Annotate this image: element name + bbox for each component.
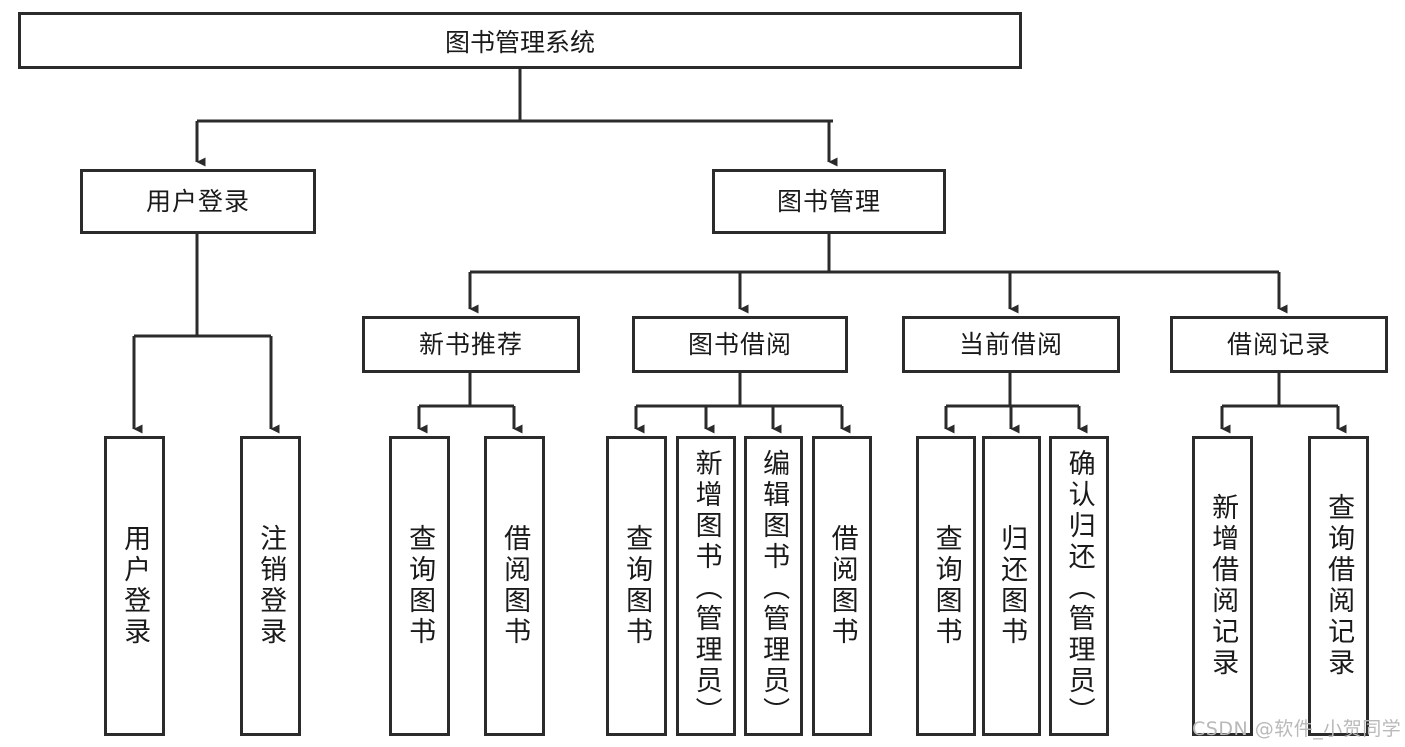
node-root-label: 图书管理系统 xyxy=(444,27,595,57)
node-borrow-record[interactable]: 借阅记录 xyxy=(1170,316,1388,373)
leaf-add-borrow-record[interactable]: 新增借阅记录 xyxy=(1192,436,1253,736)
leaf-query-book-borrow[interactable]: 查询图书 xyxy=(606,436,667,736)
leaf-query-book-borrow-label: 查询图书 xyxy=(621,524,653,648)
node-user-login-label: 用户登录 xyxy=(145,187,250,216)
leaf-user-login[interactable]: 用户登录 xyxy=(104,436,165,736)
leaf-query-book-recommend[interactable]: 查询图书 xyxy=(389,436,450,736)
node-current-borrow[interactable]: 当前借阅 xyxy=(902,316,1120,373)
node-new-book-recommend[interactable]: 新书推荐 xyxy=(362,316,580,373)
node-new-book-recommend-label: 新书推荐 xyxy=(418,330,523,359)
leaf-user-logout[interactable]: 注销登录 xyxy=(240,436,301,736)
node-book-management[interactable]: 图书管理 xyxy=(712,169,946,234)
leaf-user-logout-label: 注销登录 xyxy=(255,524,287,648)
leaf-query-book-recommend-label: 查询图书 xyxy=(404,524,436,648)
node-book-borrow-label: 图书借阅 xyxy=(687,330,792,359)
leaf-borrow-book-recommend-label: 借阅图书 xyxy=(499,524,531,648)
leaf-query-book-current-label: 查询图书 xyxy=(930,524,962,648)
leaf-edit-book-admin[interactable]: 编辑图书（管理员） xyxy=(744,436,803,736)
leaf-query-book-current[interactable]: 查询图书 xyxy=(916,436,976,736)
node-book-borrow[interactable]: 图书借阅 xyxy=(632,316,848,373)
leaf-user-login-label: 用户登录 xyxy=(119,524,151,648)
leaf-confirm-return-admin[interactable]: 确认归还（管理员） xyxy=(1049,436,1109,736)
leaf-confirm-return-admin-label: 确认归还（管理员） xyxy=(1063,449,1095,728)
node-current-borrow-label: 当前借阅 xyxy=(958,330,1063,359)
leaf-borrow-book-recommend[interactable]: 借阅图书 xyxy=(484,436,545,736)
leaf-query-borrow-record-label: 查询借阅记录 xyxy=(1323,493,1355,679)
node-borrow-record-label: 借阅记录 xyxy=(1226,330,1331,359)
csdn-watermark: CSDN @软件_小贺同学 xyxy=(1192,718,1402,740)
node-book-management-label: 图书管理 xyxy=(776,187,881,216)
leaf-add-book-admin[interactable]: 新增图书（管理员） xyxy=(676,436,736,736)
leaf-return-book[interactable]: 归还图书 xyxy=(982,436,1041,736)
leaf-add-book-admin-label: 新增图书（管理员） xyxy=(690,449,722,728)
leaf-edit-book-admin-label: 编辑图书（管理员） xyxy=(758,449,790,728)
leaf-add-borrow-record-label: 新增借阅记录 xyxy=(1207,493,1239,679)
leaf-borrow-book[interactable]: 借阅图书 xyxy=(812,436,872,736)
node-root[interactable]: 图书管理系统 xyxy=(18,12,1022,69)
leaf-query-borrow-record[interactable]: 查询借阅记录 xyxy=(1308,436,1369,736)
node-user-login[interactable]: 用户登录 xyxy=(80,169,316,234)
leaf-return-book-label: 归还图书 xyxy=(996,524,1028,648)
leaf-borrow-book-label: 借阅图书 xyxy=(826,524,858,648)
